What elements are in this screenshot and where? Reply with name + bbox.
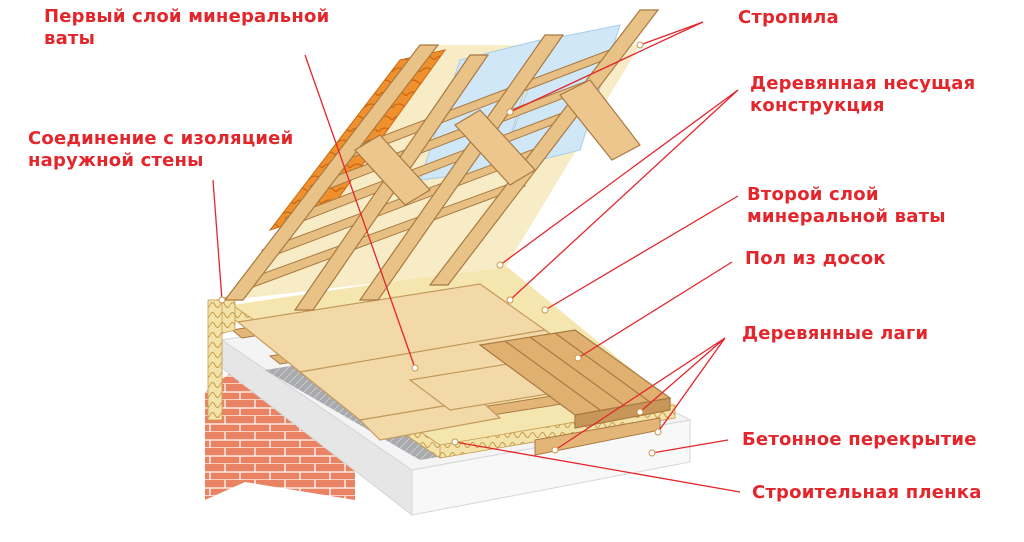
leader-dot-icon bbox=[506, 108, 514, 116]
label-film: Строительная пленка bbox=[752, 482, 982, 503]
label-concrete-slab: Бетонное перекрытие bbox=[742, 429, 977, 450]
label-joists: Деревянные лаги bbox=[742, 323, 929, 344]
leader-dot-icon bbox=[654, 428, 662, 436]
leader-dot-icon bbox=[551, 446, 559, 454]
rafters bbox=[223, 9, 660, 311]
label-wood-structure: Деревянная несущая конструкция bbox=[750, 73, 976, 116]
leader-dot-icon bbox=[636, 41, 644, 49]
leader-dot-icon bbox=[636, 408, 644, 416]
leader-dot-icon bbox=[411, 364, 419, 372]
leader-dot-icon bbox=[648, 449, 656, 457]
leader-dot-icon bbox=[574, 354, 582, 362]
leader-lines bbox=[212, 21, 741, 493]
leader-dot-icons bbox=[218, 41, 662, 457]
leader-dot-icon bbox=[506, 296, 514, 304]
wall-insulation-strip bbox=[207, 299, 223, 421]
label-floor-boards: Пол из досок bbox=[745, 248, 886, 269]
cross-beams bbox=[354, 79, 641, 206]
leader-dot-icon bbox=[496, 261, 504, 269]
leader-dot-icon bbox=[541, 306, 549, 314]
label-first-layer: Первый слой минеральной ваты bbox=[44, 6, 330, 49]
leader-dot-icon bbox=[218, 296, 226, 304]
leader-dot-icon bbox=[451, 438, 459, 446]
label-rafters: Стропила bbox=[738, 7, 839, 28]
label-outer-wall: Соединение с изоляцией наружной стены bbox=[28, 128, 294, 171]
label-second-layer: Второй слой минеральной ваты bbox=[747, 184, 946, 227]
